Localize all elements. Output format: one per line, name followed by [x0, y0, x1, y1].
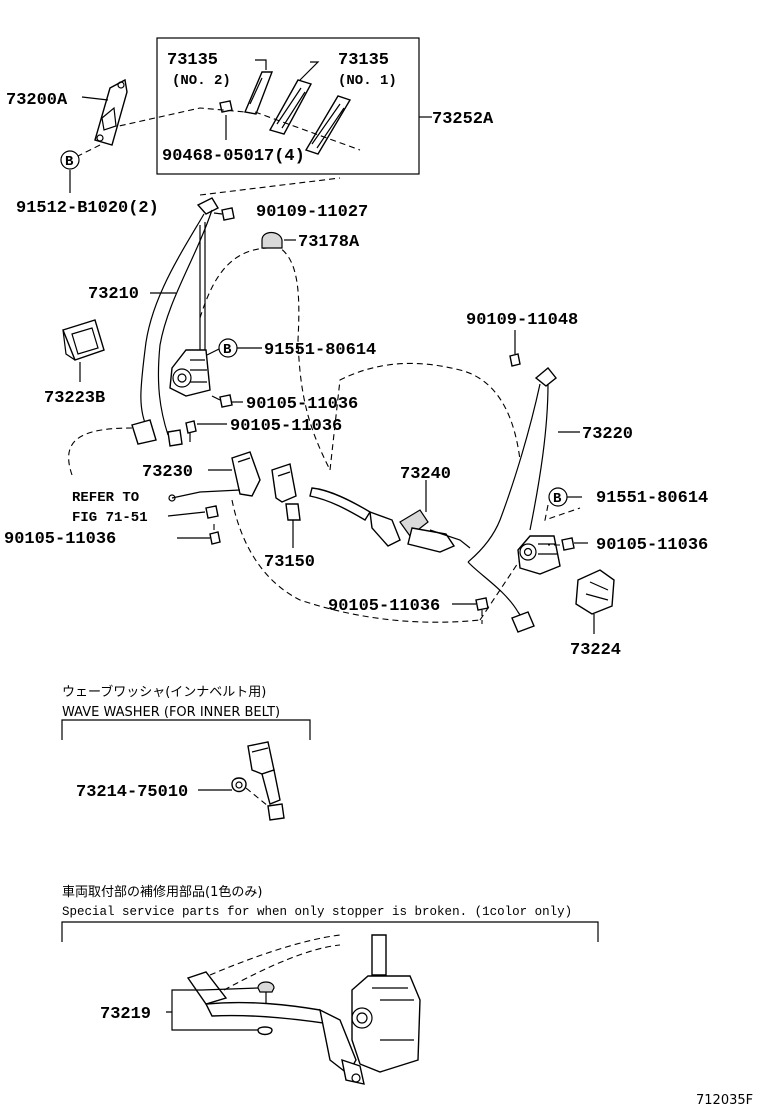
label-90105-left-1: 90105-11036: [246, 395, 358, 414]
cover-73135-no2: [244, 71, 274, 115]
label-no2: (NO. 2): [172, 73, 231, 89]
retractor-right: [517, 535, 561, 575]
label-73240: 73240: [400, 465, 451, 484]
center-belt-73240: [309, 487, 471, 553]
b-marker-top-text: B: [65, 154, 74, 170]
label-91551-left: 91551-80614: [264, 341, 376, 360]
service-note-jp: 車両取付部の補修用部品(1色のみ): [62, 884, 262, 900]
bolt-right-1: [561, 537, 575, 551]
cover-73224: [575, 569, 615, 615]
retractor-left: [169, 349, 211, 397]
label-90109-11027: 90109-11027: [256, 203, 368, 222]
label-refer-to: REFER TO: [72, 490, 139, 506]
anchor-top-right: [534, 367, 557, 387]
label-73214: 73214-75010: [76, 783, 188, 802]
label-no1: (NO. 1): [338, 73, 397, 89]
label-90105-left-2: 90105-11036: [230, 417, 342, 436]
service-note-en: Special service parts for when only stop…: [62, 905, 572, 919]
label-73252A: 73252A: [432, 110, 494, 129]
b-marker-right-text: B: [553, 491, 562, 507]
bolt-90105-left-3: [209, 531, 221, 545]
kit-box: [156, 37, 420, 175]
label-73135-no2: 73135: [167, 51, 218, 70]
anchor-top-left: [196, 197, 219, 215]
bracket-73200A: [94, 78, 128, 146]
wave-washer-jp: ウェーブワッシャ(インナベルト用): [62, 684, 266, 700]
bolt-90105-center: [475, 597, 489, 611]
label-73230: 73230: [142, 463, 193, 482]
wave-washer-en: WAVE WASHER (FOR INNER BELT): [62, 705, 280, 720]
bolt-fig-71-51: [205, 505, 219, 519]
bolt-left-1: [211, 394, 233, 408]
stopper-assembly-drawing: [186, 934, 421, 1085]
bolt-90109-11048: [509, 353, 521, 367]
bolt-90109-11027: [213, 207, 235, 221]
cover-73223B: [62, 319, 105, 361]
label-90105-right-1: 90105-11036: [596, 536, 708, 555]
b-marker-top: [60, 150, 80, 170]
buckle-73150: [271, 463, 301, 521]
b-marker-left-text: B: [223, 342, 232, 358]
label-90105-left-3: 90105-11036: [4, 530, 116, 549]
anchor-bottom-left: [131, 419, 183, 447]
label-90105-center: 90105-11036: [328, 597, 440, 616]
anchor-bottom-right: [511, 611, 535, 633]
label-73200A: 73200A: [6, 91, 68, 110]
label-91512: 91512-B1020(2): [16, 199, 159, 218]
clip-90468: [219, 100, 233, 113]
label-73224: 73224: [570, 641, 621, 660]
label-fig-71-51: FIG 71-51: [72, 510, 148, 526]
label-90109-11048: 90109-11048: [466, 311, 578, 330]
label-73220: 73220: [582, 425, 633, 444]
label-73219: 73219: [100, 1005, 151, 1024]
label-73150: 73150: [264, 553, 315, 572]
label-73135-no1: 73135: [338, 51, 389, 70]
cover-strip-3: [304, 95, 352, 155]
label-90468: 90468-05017(4): [162, 147, 305, 166]
drawing-number: 712035F: [696, 1093, 753, 1108]
wave-washer-buckle: [247, 741, 285, 821]
wave-washer-73214: [231, 777, 247, 793]
label-73210: 73210: [88, 285, 139, 304]
cover-73135-no1: [268, 79, 313, 135]
label-73223B: 73223B: [44, 389, 105, 408]
cover-73178A: [261, 231, 283, 249]
buckle-73230: [231, 451, 261, 497]
label-91551-right: 91551-80614: [596, 489, 708, 508]
label-73178A: 73178A: [298, 233, 360, 252]
bolt-left-2: [185, 420, 197, 442]
